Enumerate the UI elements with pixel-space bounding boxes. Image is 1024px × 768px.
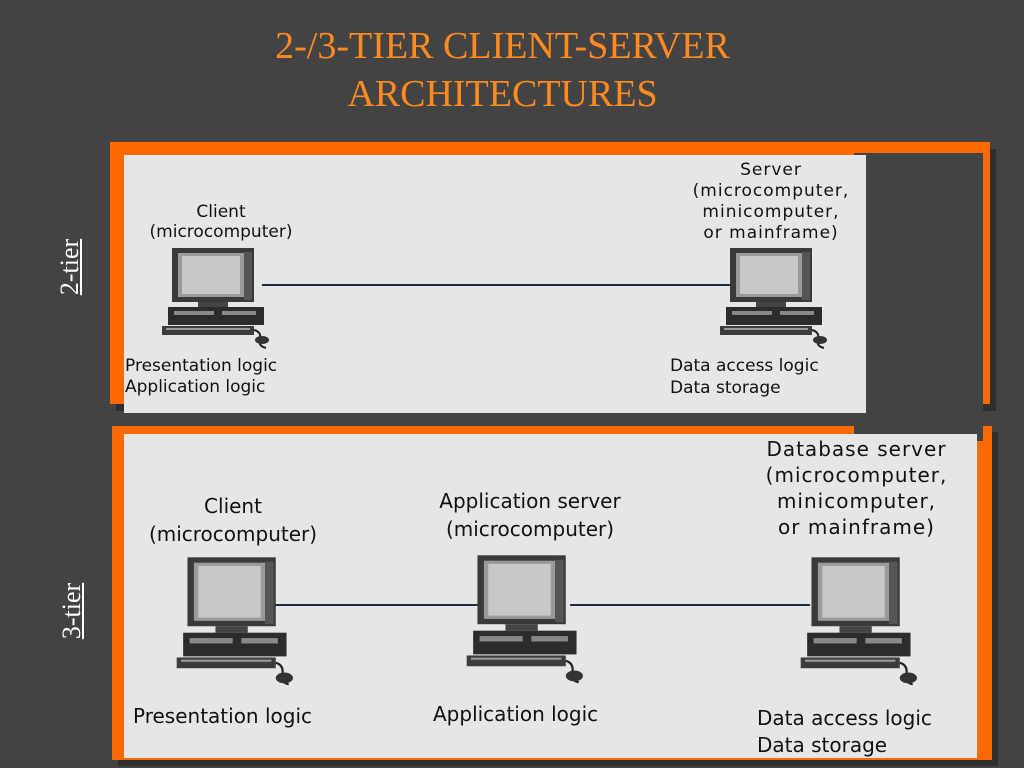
two-tier-server-title: Server (microcomputer, minicomputer, or … <box>676 160 866 244</box>
two-tier-server-computer-icon <box>720 248 827 349</box>
three-tier-db-server-role-2: Data storage <box>757 733 888 757</box>
two-tier-client-computer-icon <box>162 248 269 349</box>
three-tier-connection-line-1 <box>272 604 480 606</box>
title-line-2: ARCHITECTURES <box>347 73 658 115</box>
three-tier-app-server-roles: Application logic <box>433 701 598 727</box>
three-tier-db-server-role-1: Data access logic <box>757 706 932 730</box>
three-tier-db-server-title-line1: Database server <box>766 437 947 461</box>
three-tier-db-server-title: Database server (microcomputer, minicomp… <box>744 436 969 540</box>
slide-title: 2-/3-TIER CLIENT-SERVER ARCHITECTURES <box>0 22 1005 118</box>
title-line-1: 2-/3-TIER CLIENT-SERVER <box>275 25 730 67</box>
two-tier-client-role-1: Presentation logic <box>125 356 278 376</box>
three-tier-connection-line-2 <box>570 604 810 606</box>
two-tier-client-title-line1: Client <box>196 202 246 222</box>
three-tier-app-server-title: Application server (microcomputer) <box>410 487 650 543</box>
two-tier-label: 2-tier <box>55 238 84 296</box>
two-tier-server-roles: Data access logic Data storage <box>670 355 819 399</box>
three-tier-client-title-line2: (microcomputer) <box>148 522 318 546</box>
two-tier-client-roles: Presentation logic Application logic <box>125 356 277 398</box>
two-tier-client-role-2: Application logic <box>125 377 266 397</box>
three-tier-db-server-title-line2: (microcomputer, <box>765 463 948 487</box>
three-tier-client-title-line1: Client <box>204 494 262 518</box>
three-tier-db-server-computer-icon <box>800 557 917 686</box>
two-tier-client-title: Client (microcomputer) <box>126 202 316 242</box>
three-tier-db-server-roles: Data access logic Data storage <box>757 705 932 759</box>
two-tier-connection-line <box>262 284 730 286</box>
three-tier-app-server-computer-icon <box>466 555 583 684</box>
three-tier-client-title: Client (microcomputer) <box>128 492 338 548</box>
three-tier-db-server-title-line4: or mainframe) <box>778 515 935 539</box>
three-tier-label: 3-tier <box>57 582 86 640</box>
three-tier-app-server-title-line2: (microcomputer) <box>445 517 615 541</box>
three-tier-client-role-1: Presentation logic <box>133 704 313 728</box>
two-tier-server-title-line2: (microcomputer, <box>692 181 850 201</box>
three-tier-app-server-title-line1: Application server <box>439 489 621 513</box>
three-tier-app-server-role-1: Application logic <box>433 702 599 726</box>
two-tier-server-role-1: Data access logic <box>670 356 819 376</box>
frame-gap <box>854 153 983 441</box>
three-tier-db-server-title-line3: minicomputer, <box>776 489 937 513</box>
two-tier-server-role-2: Data storage <box>670 378 781 398</box>
two-tier-server-title-line4: or mainframe) <box>703 223 839 243</box>
three-tier-client-computer-icon <box>176 557 293 686</box>
two-tier-server-title-line1: Server <box>740 160 802 180</box>
three-tier-client-roles: Presentation logic <box>133 703 312 729</box>
two-tier-client-title-line2: (microcomputer) <box>149 222 293 242</box>
two-tier-server-title-line3: minicomputer, <box>702 202 840 222</box>
